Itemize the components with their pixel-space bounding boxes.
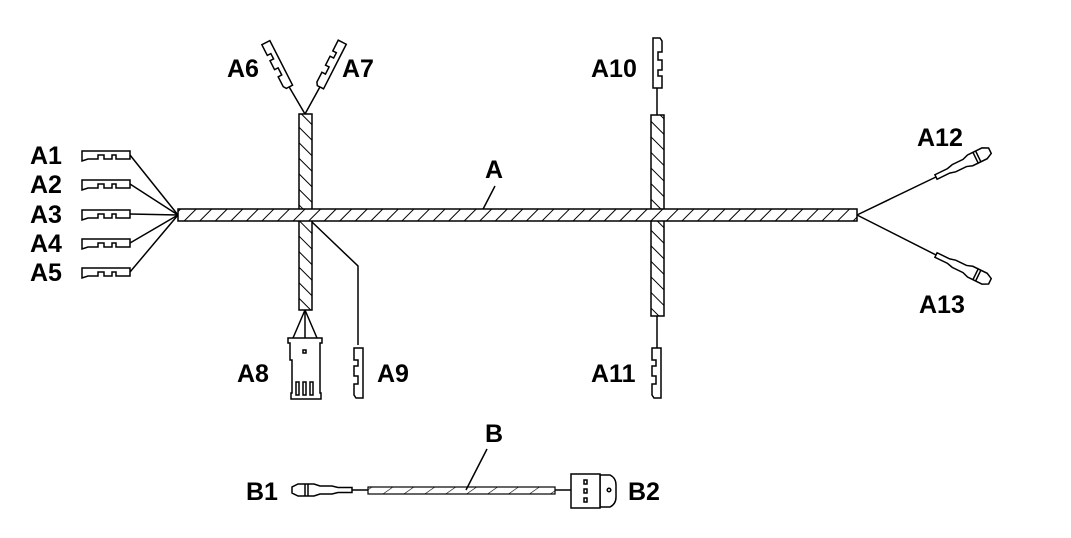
label-a6: A6 (227, 55, 259, 83)
label-a3: A3 (30, 201, 62, 229)
harness-b (291, 448, 617, 509)
label-b2: B2 (628, 478, 660, 506)
terminal-a1 (81, 150, 131, 162)
connector-b1 (291, 483, 353, 497)
connector-b2 (570, 473, 617, 509)
harness-a-wires (129, 84, 939, 350)
label-a11: A11 (591, 360, 636, 388)
terminal-a5 (81, 267, 131, 279)
terminal-a4 (81, 238, 131, 250)
label-a13: A13 (919, 291, 965, 319)
terminal-a10 (652, 37, 663, 89)
terminal-a11 (651, 347, 662, 399)
terminal-a9 (353, 347, 364, 399)
label-b1: B1 (246, 478, 278, 506)
terminal-a2 (81, 179, 131, 191)
connector-a13 (932, 248, 994, 288)
label-a5: A5 (30, 259, 62, 287)
label-a1: A1 (30, 142, 62, 170)
label-a2: A2 (30, 171, 62, 199)
label-a10: A10 (591, 55, 637, 83)
connector-a8 (287, 337, 323, 400)
label-a7: A7 (342, 55, 374, 83)
label-a4: A4 (30, 230, 62, 258)
label-a12: A12 (917, 124, 963, 152)
terminal-a6 (261, 39, 294, 91)
label-a: A (485, 156, 503, 184)
label-a9: A9 (377, 360, 409, 388)
main-bundle-a (177, 208, 858, 222)
label-b: B (485, 420, 503, 448)
terminal-a3 (81, 209, 131, 221)
label-a8: A8 (237, 360, 269, 388)
